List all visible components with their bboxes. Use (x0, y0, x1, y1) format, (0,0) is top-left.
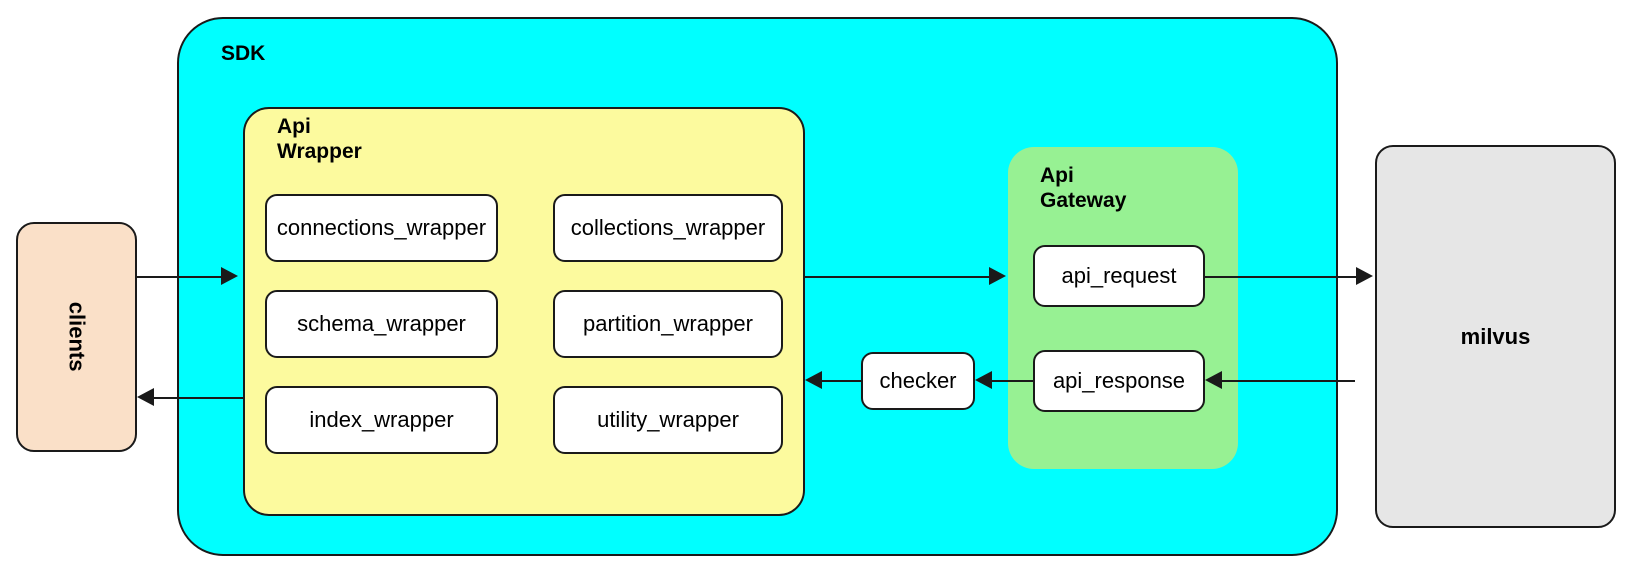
arrowhead-clients-to-api-wrapper (221, 267, 238, 285)
container-api-wrapper-label: Api Wrapper (277, 115, 362, 163)
arrowhead-api-wrapper-to-clients (137, 388, 154, 406)
box-checker[interactable]: checker (861, 352, 975, 410)
box-collections-wrapper-label: collections_wrapper (570, 215, 766, 241)
box-clients-label: clients (64, 302, 90, 372)
box-schema-wrapper-label: schema_wrapper (297, 311, 466, 337)
container-api-gateway[interactable] (1008, 147, 1238, 469)
box-api-response-label: api_response (1052, 368, 1186, 394)
box-partition-wrapper[interactable]: partition_wrapper (553, 290, 783, 358)
box-schema-wrapper[interactable]: schema_wrapper (265, 290, 498, 358)
box-clients[interactable]: clients (16, 222, 137, 452)
box-milvus[interactable]: milvus (1375, 145, 1616, 528)
box-api-request[interactable]: api_request (1033, 245, 1205, 307)
arrowhead-milvus-to-api-response (1205, 371, 1222, 389)
box-milvus-label: milvus (1460, 323, 1531, 349)
box-index-wrapper[interactable]: index_wrapper (265, 386, 498, 454)
arrowhead-api-response-to-checker (975, 371, 992, 389)
container-api-gateway-label: Api Gateway (1040, 164, 1127, 212)
edge-api-wrapper-to-api-gateway (805, 276, 991, 278)
edge-api-response-to-checker (992, 380, 1033, 382)
box-api-response[interactable]: api_response (1033, 350, 1205, 412)
arrowhead-api-wrapper-to-api-gateway (989, 267, 1006, 285)
box-connections-wrapper[interactable]: connections_wrapper (265, 194, 498, 262)
box-connections-wrapper-label: connections_wrapper (276, 215, 487, 241)
container-sdk-label: SDK (221, 42, 266, 65)
box-partition-wrapper-label: partition_wrapper (583, 311, 753, 337)
arrowhead-checker-to-api-wrapper (805, 371, 822, 389)
edge-milvus-to-api-response (1222, 380, 1355, 382)
arrowhead-api-request-to-milvus (1356, 267, 1373, 285)
box-utility-wrapper-label: utility_wrapper (597, 407, 739, 433)
box-utility-wrapper[interactable]: utility_wrapper (553, 386, 783, 454)
box-collections-wrapper[interactable]: collections_wrapper (553, 194, 783, 262)
edge-checker-to-api-wrapper (822, 380, 861, 382)
box-api-request-label: api_request (1061, 263, 1177, 289)
edge-clients-to-api-wrapper (137, 276, 223, 278)
edge-api-wrapper-to-clients (154, 397, 243, 399)
box-index-wrapper-label: index_wrapper (309, 407, 454, 433)
box-checker-label: checker (879, 368, 957, 394)
edge-api-request-to-milvus (1205, 276, 1357, 278)
